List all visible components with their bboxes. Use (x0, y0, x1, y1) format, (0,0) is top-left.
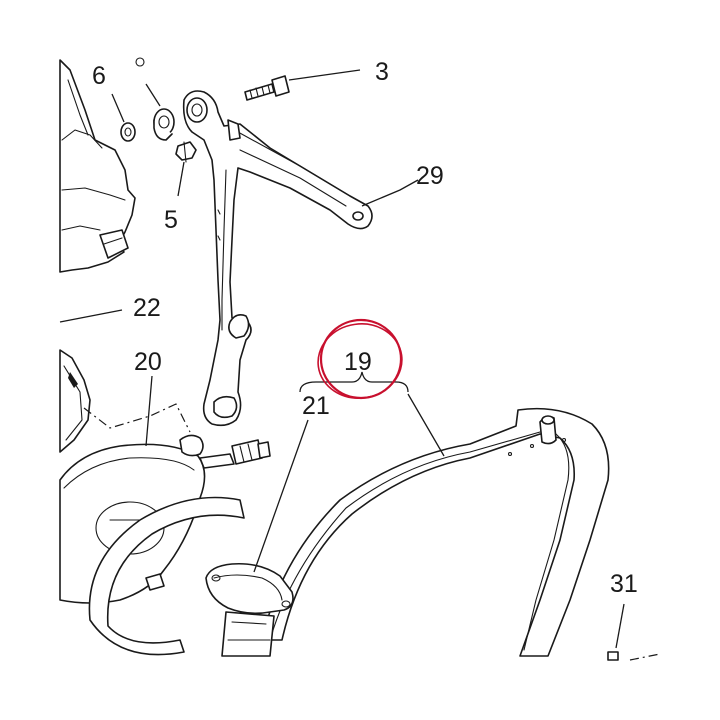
part-31-screw (607, 603, 661, 661)
callout-labels: 3 6 5 29 22 20 19 21 31 (92, 58, 638, 598)
part-6-washer (111, 93, 136, 142)
part-3-bolt (244, 69, 361, 101)
part-19-frame (261, 407, 610, 657)
filler-cap (205, 562, 294, 657)
callout-3: 3 (375, 58, 389, 86)
callout-6: 6 (92, 62, 106, 90)
curved-strip (88, 496, 245, 656)
callout-29: 29 (416, 162, 444, 190)
connector (199, 439, 271, 469)
callout-31: 31 (610, 570, 638, 598)
part-22-leader (59, 309, 123, 323)
part-5-clip (175, 141, 197, 197)
part-19-brace (299, 371, 445, 457)
upper-housing (59, 59, 136, 273)
part-29-pedal-arm (182, 90, 419, 427)
highlight-circle (317, 318, 403, 400)
callout-5: 5 (164, 206, 178, 234)
small-ring (135, 57, 145, 67)
callout-21: 21 (302, 392, 330, 420)
part-21-leader (253, 419, 309, 573)
center-lines (83, 403, 191, 433)
bushing (145, 83, 175, 141)
callout-19: 19 (344, 348, 372, 376)
callout-22: 22 (133, 294, 161, 322)
lower-housing (59, 349, 91, 453)
callout-20: 20 (134, 348, 162, 376)
